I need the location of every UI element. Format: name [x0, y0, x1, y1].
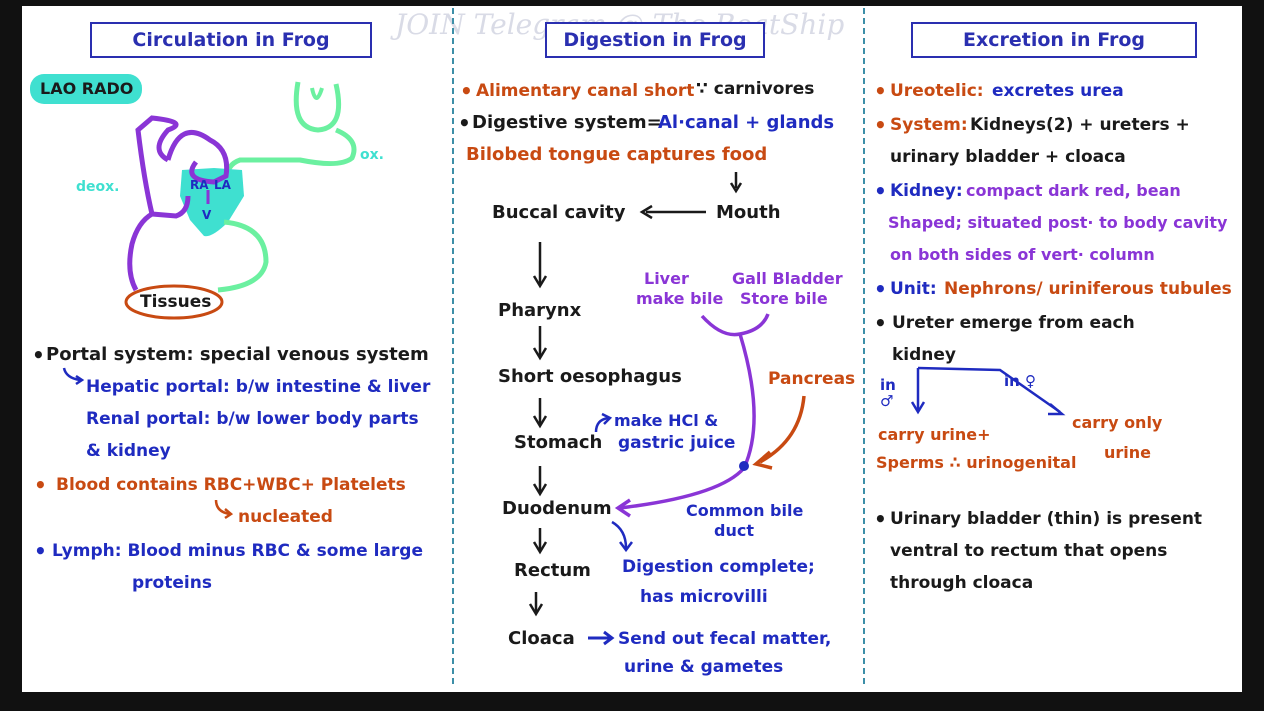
digestion-title: Digestion in Frog [545, 22, 765, 58]
in-female-label: in ♀ [1004, 372, 1037, 390]
nucleated-text: nucleated [238, 507, 333, 527]
carry-only-urine-2: urine [1104, 443, 1152, 462]
pharynx-label: Pharynx [498, 300, 582, 321]
bullet: • [874, 79, 887, 103]
system-text-1: Kidneys(2) + ureters + [970, 115, 1190, 135]
blood-contains-text: Blood contains RBC+WBC+ Platelets [56, 475, 406, 495]
pancreas-label: Pancreas [768, 369, 856, 389]
common-bile-label-1: Common bile [686, 501, 804, 520]
unit-text: Nephrons/ uriniferous tubules [944, 279, 1232, 299]
deox-label: deox. [76, 179, 120, 195]
digestion-complete-1: Digestion complete; [622, 557, 815, 577]
bullet: • [874, 277, 887, 301]
la-label: LA [214, 178, 231, 192]
oesophagus-label: Short oesophagus [498, 366, 682, 387]
carry-urine-sperms-1: carry urine+ [878, 425, 991, 444]
column-divider-right [863, 8, 865, 684]
alimentary-canal-text: Alimentary canal short [476, 81, 695, 101]
excretion-title: Excretion in Frog [911, 22, 1197, 58]
in-male-label: in [880, 376, 896, 394]
ureter-text-2: kidney [892, 345, 957, 365]
ureotelic-label: Ureotelic: [890, 81, 984, 101]
send-out-1: Send out fecal matter, [618, 629, 832, 649]
cloaca-label: Cloaca [508, 628, 575, 649]
kidney-text-3: on both sides of vert· column [890, 245, 1155, 264]
circulation-title: Circulation in Frog [90, 22, 372, 58]
stomach-label: Stomach [514, 432, 603, 453]
send-out-2: urine & gametes [624, 657, 784, 677]
bullet: • [32, 343, 45, 367]
hcl-label-1: make HCl & [614, 411, 719, 430]
bilobed-tongue-text: Bilobed tongue captures food [466, 144, 768, 165]
common-bile-label-2: duct [714, 521, 754, 540]
bullet: • [460, 79, 473, 103]
system-text-2: urinary bladder + cloaca [890, 147, 1126, 167]
kidney-text-2: Shaped; situated post· to body cavity [888, 213, 1228, 232]
tissues-label: Tissues [140, 292, 212, 312]
bullet: • [34, 473, 47, 497]
system-label: System: [890, 115, 968, 135]
mouth-label: Mouth [716, 202, 781, 223]
rectum-label: Rectum [514, 560, 591, 581]
ureter-text-1: Ureter emerge from each [892, 313, 1135, 333]
notes-sheet [22, 6, 1242, 692]
unit-label: Unit: [890, 279, 937, 299]
buccal-cavity-label: Buccal cavity [492, 202, 626, 223]
hcl-label-2: gastric juice [618, 433, 736, 453]
ureotelic-text: excretes urea [992, 81, 1124, 101]
gall-bladder-label-1: Gall Bladder [732, 269, 843, 288]
bladder-text-2: ventral to rectum that opens [890, 541, 1168, 561]
renal-portal-text-2: & kidney [86, 441, 171, 461]
bladder-text-3: through cloaca [890, 573, 1034, 593]
bullet: • [34, 539, 47, 563]
carry-urine-sperms-2: Sperms ∴ urinogenital [876, 453, 1077, 472]
ox-label: ox. [360, 147, 384, 163]
liver-label-1: Liver [644, 269, 689, 288]
bullet: • [874, 311, 887, 335]
bladder-text-1: Urinary bladder (thin) is present [890, 509, 1203, 529]
kidney-label: Kidney: [890, 181, 963, 201]
male-symbol: ♂ [880, 392, 894, 410]
bullet: • [874, 179, 887, 203]
digestion-flow-diagram [528, 172, 806, 646]
column-divider-left [452, 8, 454, 684]
bullet: • [874, 507, 887, 531]
bullet: • [874, 113, 887, 137]
lao-rado-label [30, 74, 142, 104]
lao-rado-text: LAO RADO [40, 79, 134, 98]
ra-label: RA [190, 178, 209, 192]
renal-portal-text-1: Renal portal: b/w lower body parts [86, 409, 419, 429]
carnivores-text: ∵ carnivores [696, 79, 815, 99]
heart-circulation-diagram [62, 81, 357, 520]
digestion-complete-2: has microvilli [640, 587, 768, 607]
lymph-text-2: proteins [132, 573, 212, 593]
bullet: • [458, 111, 471, 135]
lymph-text-1: Lymph: Blood minus RBC & some large [52, 541, 424, 561]
carry-only-urine-1: carry only [1072, 413, 1163, 432]
kidney-text-1: compact dark red, bean [966, 181, 1181, 200]
duodenum-label: Duodenum [502, 498, 612, 519]
liver-label-2: make bile [636, 289, 724, 308]
v-label: V [202, 208, 212, 222]
gall-bladder-label-2: Store bile [740, 289, 828, 308]
portal-system-text: Portal system: special venous system [46, 344, 429, 365]
digestive-system-text: Digestive system= [472, 112, 662, 133]
al-canal-glands-text: Al·canal + glands [658, 112, 835, 133]
hepatic-portal-text: Hepatic portal: b/w intestine & liver [86, 377, 431, 397]
